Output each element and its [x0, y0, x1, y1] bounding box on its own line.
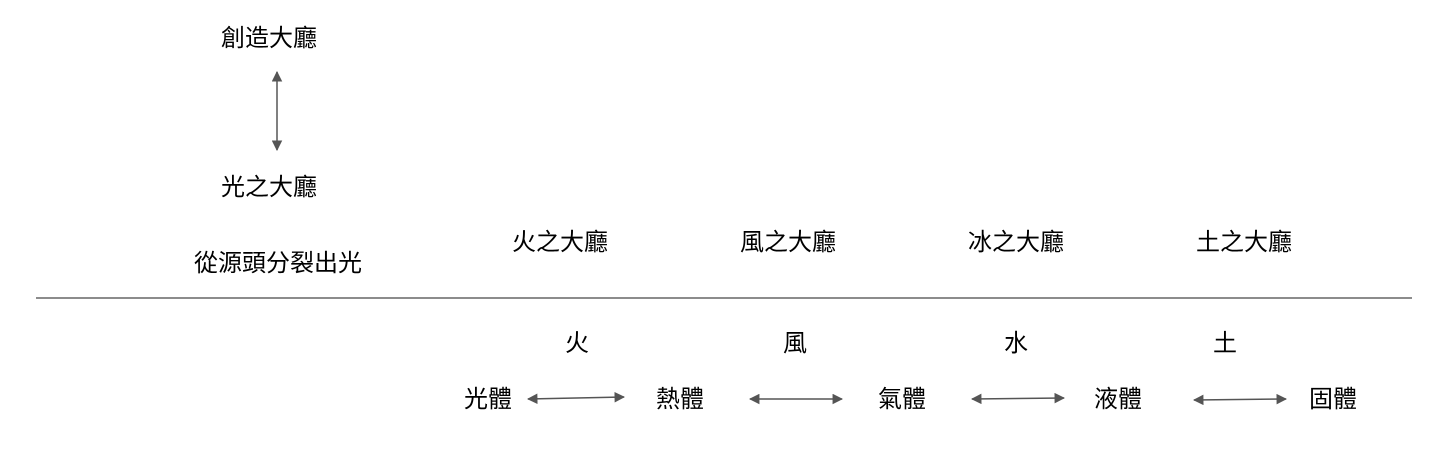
light-split-note: 從源頭分裂出光 [194, 249, 362, 277]
state-heat-body: 熱體 [656, 385, 704, 413]
state-light-body: 光體 [464, 385, 512, 413]
ice-hall-label: 冰之大廳 [968, 228, 1064, 256]
creation-hall-label: 創造大廳 [221, 24, 317, 52]
wind-hall-label: 風之大廳 [740, 228, 836, 256]
state-liquid-body: 液體 [1094, 385, 1142, 413]
element-water: 水 [1004, 329, 1028, 357]
element-fire: 火 [565, 329, 589, 357]
arrow-light-heat [526, 391, 626, 405]
light-hall-label: 光之大廳 [221, 173, 317, 201]
arrow-liquid-solid [1192, 393, 1288, 406]
fire-hall-label: 火之大廳 [512, 228, 608, 256]
element-earth: 土 [1213, 329, 1237, 357]
arrow-gas-liquid [970, 392, 1066, 405]
state-solid-body: 固體 [1309, 385, 1357, 413]
element-wind: 風 [783, 329, 807, 357]
earth-hall-label: 土之大廳 [1196, 228, 1292, 256]
state-gas-body: 氣體 [878, 385, 926, 413]
